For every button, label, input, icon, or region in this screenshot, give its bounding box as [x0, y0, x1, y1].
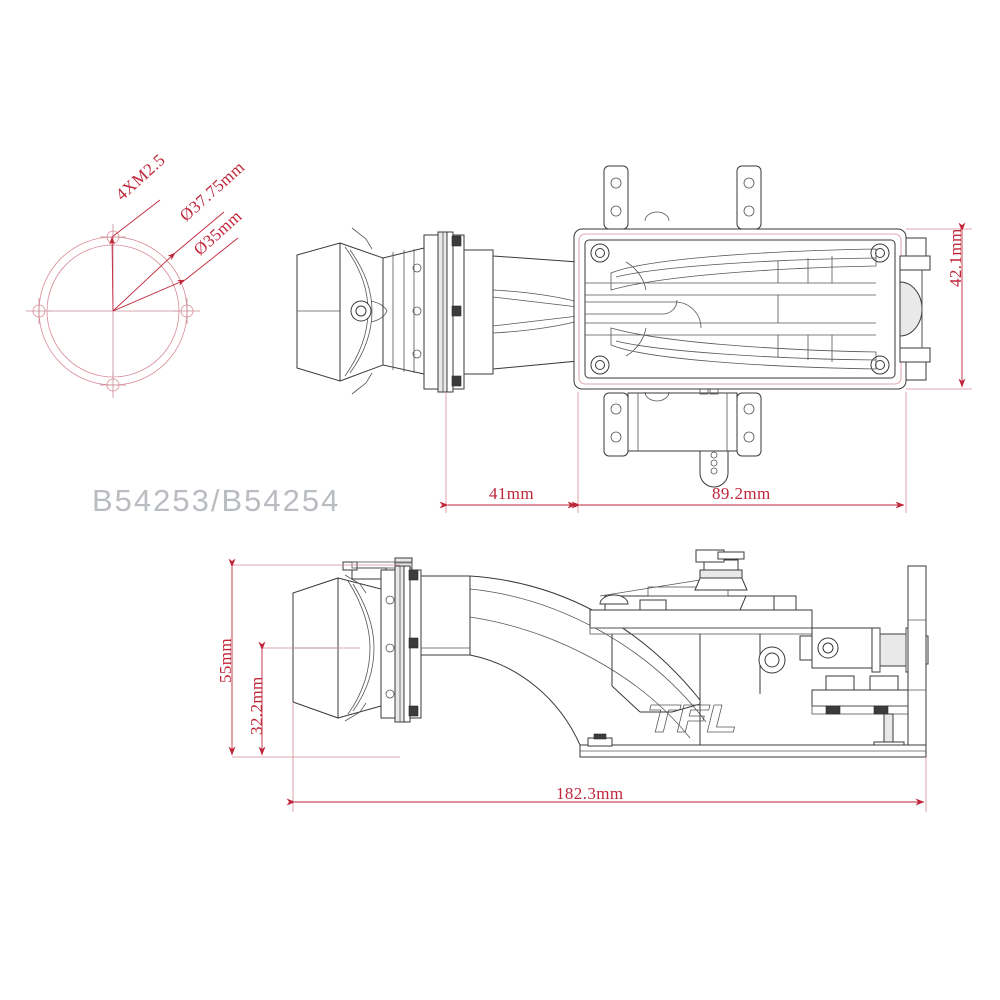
dimension-shaft-height: 32.2mm	[247, 676, 266, 735]
dimension-body-length: 89.2mm	[712, 484, 771, 503]
bottom-mount-tabs	[603, 385, 762, 488]
impeller-vanes	[585, 248, 877, 370]
bolt-circle-detail	[26, 199, 239, 398]
outlet-nozzle-top	[899, 237, 931, 381]
pump-housing-side	[589, 549, 813, 713]
part-number-label: B54253/B54254	[92, 483, 341, 518]
dimension-overall-length: 182.3mm	[556, 784, 624, 803]
mount-plate-side	[579, 565, 927, 758]
side-view-dimensions	[228, 558, 927, 812]
tfl-logo	[649, 704, 736, 733]
dimension-overall-height: 55mm	[216, 637, 235, 683]
top-mount-tabs	[603, 165, 762, 234]
top-view-geometry	[296, 165, 931, 488]
top-view-dimensions	[439, 222, 972, 513]
side-view-geometry	[292, 549, 929, 758]
dimension-body-width: 42.1mm	[946, 228, 965, 287]
dimension-intake-length: 41mm	[489, 484, 535, 503]
